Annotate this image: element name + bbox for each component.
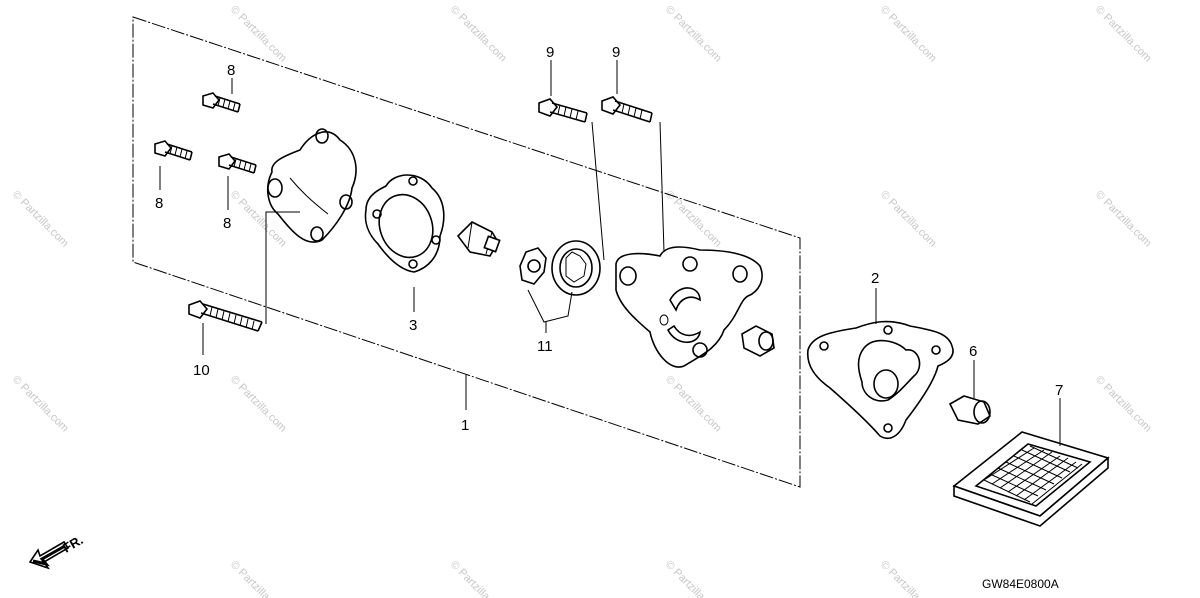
callout-1: 1 [461, 417, 469, 434]
pump-cover[interactable] [266, 128, 357, 243]
watermark: © Partzilla.com [663, 559, 724, 598]
callout-11: 11 [537, 338, 553, 355]
callout-8: 8 [155, 195, 163, 212]
assembly-boundary [132, 16, 801, 488]
watermark-layer: © Partzilla.com © Partzilla.com © Partzi… [10, 4, 1154, 598]
callout-7: 7 [1055, 382, 1063, 399]
pump-shaft[interactable] [456, 221, 501, 257]
gasket-3[interactable] [364, 174, 445, 273]
bolt-8-mid[interactable] [218, 153, 257, 174]
callout-9: 9 [612, 44, 620, 61]
reference-code: GW84E0800A [982, 577, 1059, 591]
oil-screen-7[interactable] [952, 431, 1110, 527]
watermark: © Partzilla.com [663, 4, 724, 65]
watermark: © Partzilla.com [228, 4, 289, 65]
bolt-10[interactable] [188, 300, 263, 332]
watermark: © Partzilla.com [1093, 374, 1154, 435]
inner-rotor-11[interactable] [519, 247, 547, 285]
watermark: © Partzilla.com [448, 559, 509, 598]
direction-label: FR. [60, 532, 86, 555]
watermark: © Partzilla.com [878, 4, 939, 65]
screen-mesh [983, 445, 1083, 505]
watermark: © Partzilla.com [448, 4, 509, 65]
bolt-9-left[interactable] [538, 98, 588, 123]
callout-8: 8 [227, 62, 235, 79]
leader-lines [159, 60, 1061, 446]
callout-9: 9 [546, 44, 554, 61]
watermark: © Partzilla.com [663, 189, 724, 250]
sleeve[interactable] [741, 325, 775, 357]
front-direction-arrow: FR. [28, 532, 86, 570]
watermark: © Partzilla.com [228, 374, 289, 435]
collar-6[interactable] [948, 395, 991, 425]
callout-8: 8 [223, 215, 231, 232]
watermark: © Partzilla.com [1093, 4, 1154, 65]
watermark: © Partzilla.com [878, 559, 939, 598]
watermark: © Partzilla.com [1093, 189, 1154, 250]
watermark: © Partzilla.com [10, 189, 71, 250]
watermark: © Partzilla.com [878, 189, 939, 250]
gasket-2[interactable] [806, 320, 954, 440]
callout-3: 3 [409, 317, 417, 334]
callout-10: 10 [193, 362, 210, 379]
bolt-9-right[interactable] [601, 96, 653, 123]
pump-body[interactable] [615, 246, 763, 368]
callout-6: 6 [969, 343, 977, 360]
outer-rotor-11[interactable] [551, 240, 601, 296]
bolt-8-top[interactable] [202, 92, 241, 113]
watermark: © Partzilla.com [663, 374, 724, 435]
watermark: © Partzilla.com [228, 559, 289, 598]
callout-2: 2 [871, 270, 879, 287]
bolt-8-left[interactable] [154, 140, 193, 161]
watermark: © Partzilla.com [10, 374, 71, 435]
